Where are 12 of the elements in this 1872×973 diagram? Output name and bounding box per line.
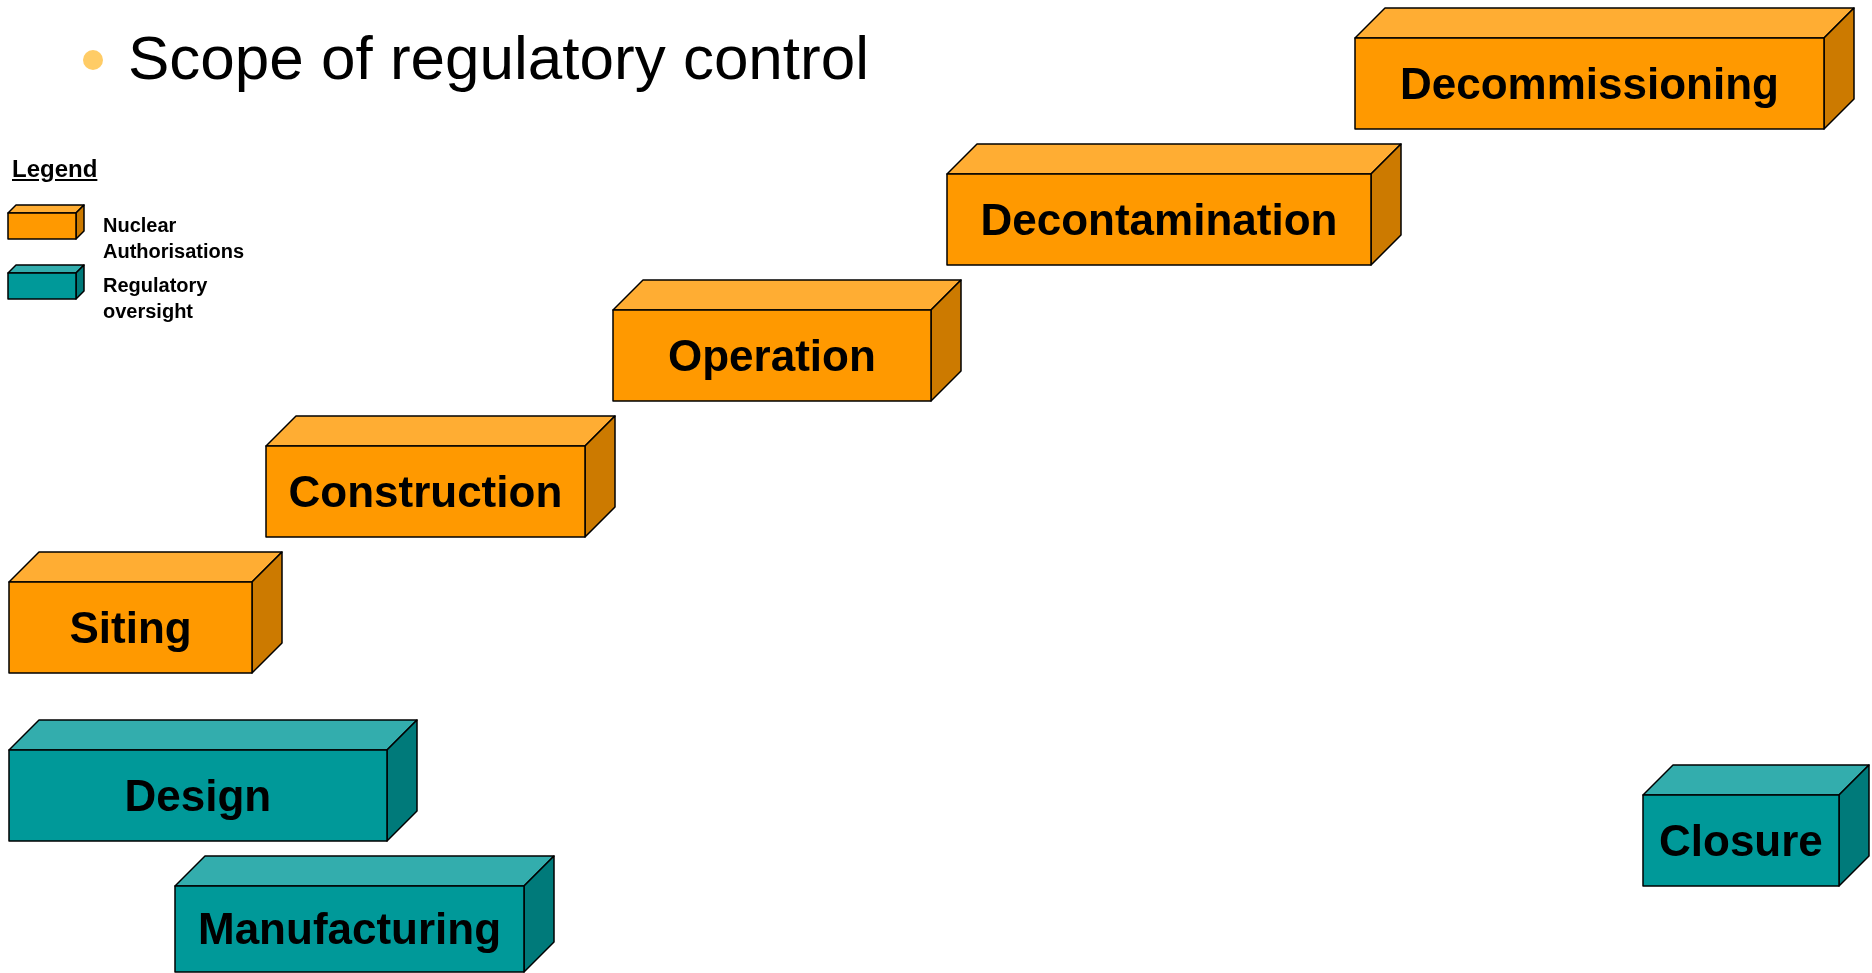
stage-label: Closure (1659, 818, 1823, 863)
legend-label: Regulatory oversight (103, 273, 209, 324)
stage-label: Operation (668, 333, 876, 378)
stage-label: Decommissioning (1400, 61, 1779, 106)
legend-label: Nuclear Authorisations (103, 213, 246, 264)
stage-label: Manufacturing (198, 907, 502, 951)
legend-heading: Legend (12, 155, 98, 183)
stage-label: Design (124, 773, 272, 818)
stage-label: Construction (288, 469, 563, 514)
slide-title: Scope of regulatory control (128, 24, 869, 93)
stage-label: Decontamination (980, 197, 1338, 242)
stage-label: Siting (69, 605, 192, 650)
